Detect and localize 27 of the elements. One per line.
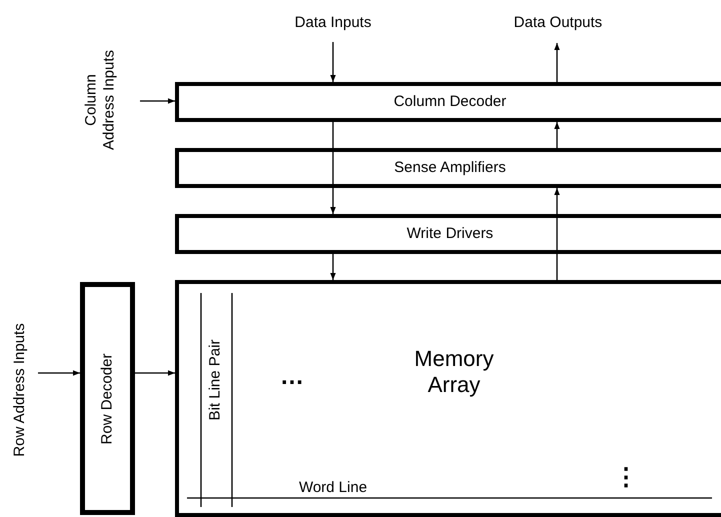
arrow [38, 370, 80, 376]
array-title: Memory Array [413, 346, 495, 399]
input-label: Column Address Inputs [82, 48, 118, 152]
line-label: Word Line [298, 479, 368, 497]
output-label: Data Outputs [514, 14, 602, 32]
amplifier-box [175, 148, 721, 188]
line-label: Bit Line Pair [206, 340, 224, 420]
arrow [330, 42, 336, 82]
box-label: Sense Amplifiers [394, 159, 506, 177]
arrow [330, 188, 336, 214]
input-label: Data Inputs [294, 14, 372, 32]
decoder-box [175, 82, 721, 122]
decoder-box [80, 282, 135, 515]
arrow [330, 254, 336, 280]
arrow [554, 43, 560, 82]
box-label: Column Decoder [394, 93, 506, 111]
box-label: Write Drivers [406, 225, 494, 243]
box-label: Row Decoder [98, 353, 116, 444]
arrow [140, 98, 175, 104]
driver-box [175, 214, 721, 254]
arrow [554, 188, 560, 214]
ellipsis: … [280, 362, 304, 392]
arrow [135, 370, 175, 376]
ellipsis: ⋮ [614, 464, 638, 492]
memory-array-box [175, 280, 721, 517]
arrow [554, 122, 560, 148]
input-label: Row Address Inputs [11, 322, 29, 459]
